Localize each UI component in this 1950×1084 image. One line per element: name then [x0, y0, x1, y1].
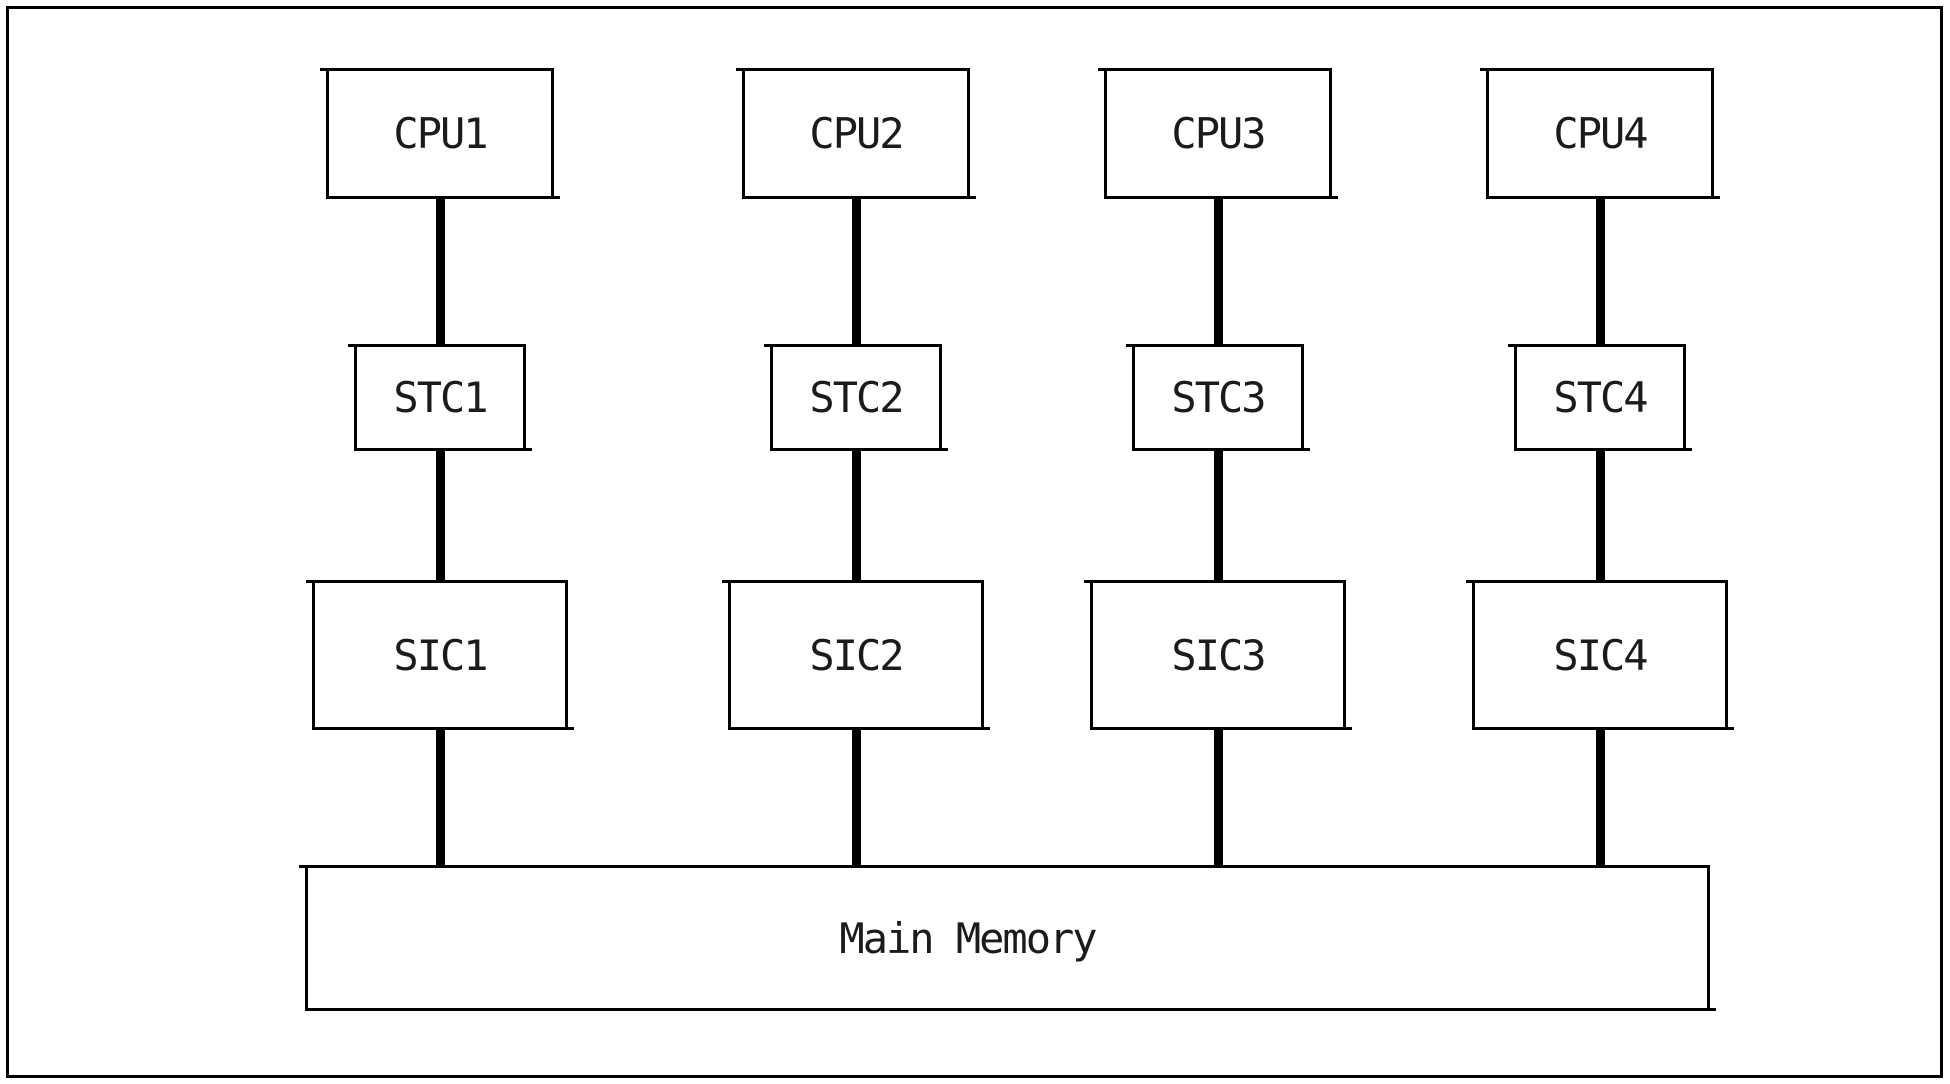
connector-sic3-memory: [1213, 728, 1223, 868]
connector-sic1-memory: [435, 728, 445, 868]
sic2-box: SIC2: [722, 580, 990, 730]
cpu4-label: CPU4: [1553, 109, 1648, 158]
connector-sic4-memory: [1595, 728, 1605, 868]
cpu2-box: CPU2: [736, 68, 976, 199]
cpu4-box: CPU4: [1480, 68, 1720, 199]
cpu3-label: CPU3: [1171, 109, 1266, 158]
connector-cpu4-stc4: [1595, 197, 1605, 346]
connector-sic2-memory: [851, 728, 861, 868]
stc4-label: STC4: [1553, 373, 1648, 422]
sic4-label: SIC4: [1553, 630, 1648, 680]
sic1-box: SIC1: [306, 580, 574, 730]
cpu1-box: CPU1: [320, 68, 560, 199]
sic3-label: SIC3: [1171, 630, 1266, 680]
sic3-box: SIC3: [1084, 580, 1352, 730]
stc1-label: STC1: [393, 373, 488, 422]
connector-cpu3-stc3: [1213, 197, 1223, 346]
stc3-label: STC3: [1171, 373, 1266, 422]
connector-stc4-sic4: [1595, 449, 1605, 582]
sic4-box: SIC4: [1466, 580, 1734, 730]
stc2-label: STC2: [809, 373, 904, 422]
connector-cpu1-stc1: [435, 197, 445, 346]
connector-stc3-sic3: [1213, 449, 1223, 582]
stc3-box: STC3: [1126, 344, 1310, 451]
stc4-box: STC4: [1508, 344, 1692, 451]
connector-stc1-sic1: [435, 449, 445, 582]
connector-cpu2-stc2: [851, 197, 861, 346]
sic2-label: SIC2: [809, 630, 904, 680]
diagram-border-frame: [6, 6, 1943, 1078]
cpu3-box: CPU3: [1098, 68, 1338, 199]
connector-stc2-sic2: [851, 449, 861, 582]
cpu2-label: CPU2: [809, 109, 904, 158]
stc1-box: STC1: [348, 344, 532, 451]
main-memory-box: Main Memory: [299, 865, 1716, 1011]
main-memory-label: Main Memory: [839, 913, 1097, 963]
cpu1-label: CPU1: [393, 109, 488, 158]
sic1-label: SIC1: [393, 630, 488, 680]
stc2-box: STC2: [764, 344, 948, 451]
